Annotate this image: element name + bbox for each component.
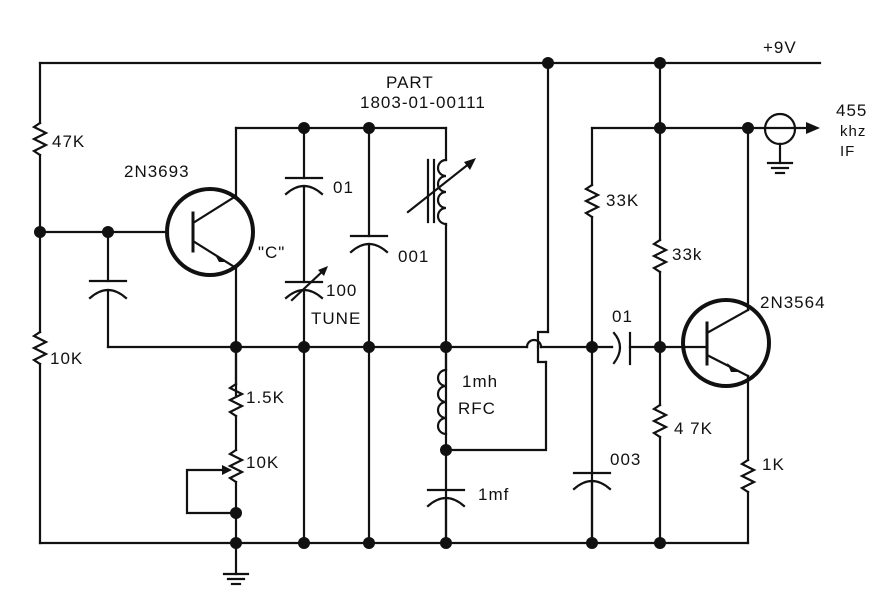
q2-bias-47k: 4 7K [651,403,713,545]
q2-collector-bus [590,61,767,134]
resistor-47k [31,121,49,157]
label-if: IF [840,143,855,160]
label-001: 001 [398,247,429,266]
rfc-branch: 1mh RFC 1mf [426,61,550,508]
label-part-number: 1803-01-00111 [360,93,486,112]
variable-arrow [290,268,326,302]
supply-label: +9V [763,38,797,57]
resistor-10k-left [31,330,49,366]
label-01-tank: 01 [333,178,354,197]
middle-bus [230,338,614,353]
label-1mh: 1mh [462,372,498,391]
junction-dot [654,341,666,353]
label-01-coupling: 01 [612,307,633,326]
output-connector: 455 khz IF [763,101,867,175]
label-1mf: 1mf [478,485,509,504]
label-tune: TUNE [311,309,361,328]
label-rfc: RFC [458,399,496,418]
wire-crossover [525,338,543,349]
label-100: 100 [326,281,357,300]
transistor-q2: 2N3564 [681,126,826,462]
q1-base-network [38,226,238,349]
emitter-network: 1.5K 10K [185,345,285,545]
potentiometer-10k [227,448,245,484]
output-arrow-icon [806,122,820,134]
tank-top-bus [234,122,448,198]
junction-dot [440,537,452,549]
label-47k-q2: 4 7K [674,419,713,438]
label-10k-left: 10K [50,349,83,368]
junction-dot [586,537,598,549]
junction-dot [363,537,375,549]
q2-bias-33k: 33k [651,126,702,407]
label-1k: 1K [762,455,785,474]
junction-dot [230,507,242,519]
label-part: PART [386,73,434,92]
ground-bus [38,479,750,586]
junction-dot [298,537,310,549]
resistor-1-5k [227,382,245,418]
label-2n3564: 2N3564 [760,293,826,312]
junction-dot [298,341,310,353]
label-khz: khz [840,123,866,140]
label-33k-load: 33K [606,191,639,210]
left-bias-divider: 47K 10K [31,61,85,545]
q2-emitter-1k: 1K [739,455,785,545]
label-47k: 47K [52,132,85,151]
tank-parallel-cap: 001 [349,126,429,545]
transistor-q1: 2N3693 "C" [124,162,285,277]
label-1-5k: 1.5K [246,388,285,407]
junction-dot [654,537,666,549]
label-455: 455 [836,101,867,120]
coupling-capacitor: 01 [610,307,686,366]
tank-series-branch: 01 100 TUNE [284,126,361,545]
supply-rail: +9V [38,38,822,69]
ground-icon [222,572,250,586]
label-10k-pot: 10K [246,453,279,472]
q2-base-cap-003: 003 [572,450,641,491]
label-q1-note: "C" [258,243,285,262]
label-33k-bias: 33k [672,245,702,264]
label-003: 003 [610,450,641,469]
tank-coil: PART 1803-01-00111 [360,73,486,545]
label-2n3693: 2N3693 [124,162,190,181]
junction-dot [363,341,375,353]
